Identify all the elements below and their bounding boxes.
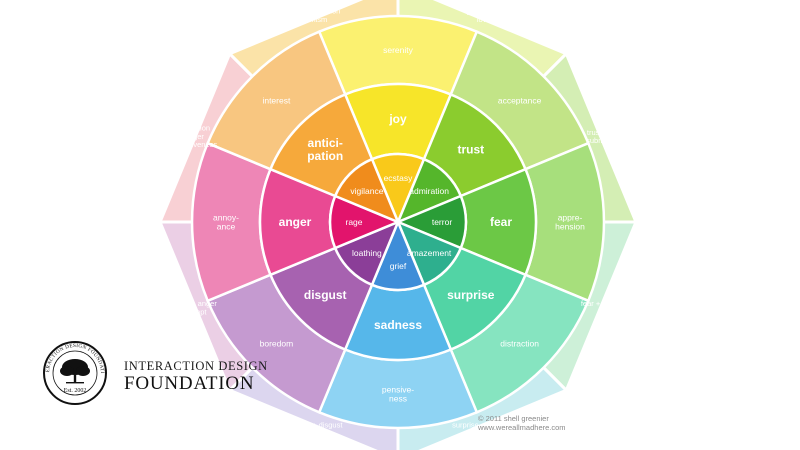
label-ecstasy: ecstasy bbox=[384, 173, 414, 183]
petal-vigilance bbox=[333, 157, 401, 225]
label-sadness: sadness bbox=[374, 318, 422, 332]
label-loathing: loathing bbox=[352, 248, 382, 258]
label-pensiveness: pensive-ness bbox=[382, 384, 414, 403]
label-acceptance: acceptance bbox=[498, 95, 542, 105]
brand-line-2: FOUNDATION bbox=[124, 373, 255, 394]
label-disgust: disgust bbox=[304, 288, 347, 302]
petal-serenity bbox=[317, 14, 479, 97]
seal-est-text: Est. 2002 bbox=[64, 388, 87, 394]
ixdf-logo: INTERACTION DESIGN FOUNDATION Est. 2002 … bbox=[42, 340, 282, 410]
label-amazement: amazement bbox=[407, 248, 452, 258]
label-apprehension: appre-hension bbox=[555, 212, 585, 231]
label-anger: anger bbox=[279, 215, 312, 229]
label-vigilance: vigilance bbox=[350, 186, 383, 196]
label-serenity: serenity bbox=[383, 45, 414, 55]
label-interest: interest bbox=[262, 95, 291, 105]
label-fear: fear bbox=[490, 215, 512, 229]
credit-line-2: www.wereallmadhere.com bbox=[478, 423, 566, 432]
label-trust: trust bbox=[457, 142, 484, 156]
brand-line-1: INTERACTION DESIGN bbox=[124, 359, 268, 373]
credit: © 2011 shell greenier www.wereallmadhere… bbox=[478, 414, 566, 432]
label-distraction: distraction bbox=[500, 339, 539, 349]
label-joy: joy bbox=[388, 112, 407, 126]
label-terror: terror bbox=[432, 217, 452, 227]
label-admiration: admiration bbox=[409, 186, 449, 196]
label-rage: rage bbox=[345, 217, 362, 227]
label-anticipation: antici-pation bbox=[307, 136, 343, 163]
label-annoyance: annoy-ance bbox=[213, 212, 239, 231]
tree-seal-icon: INTERACTION DESIGN FOUNDATION Est. 2002 bbox=[42, 340, 107, 405]
credit-line-1: © 2011 shell greenier bbox=[478, 414, 549, 423]
label-grief: grief bbox=[390, 261, 407, 271]
label-boredom: boredom bbox=[260, 339, 294, 349]
label-surprise: surprise bbox=[447, 288, 495, 302]
